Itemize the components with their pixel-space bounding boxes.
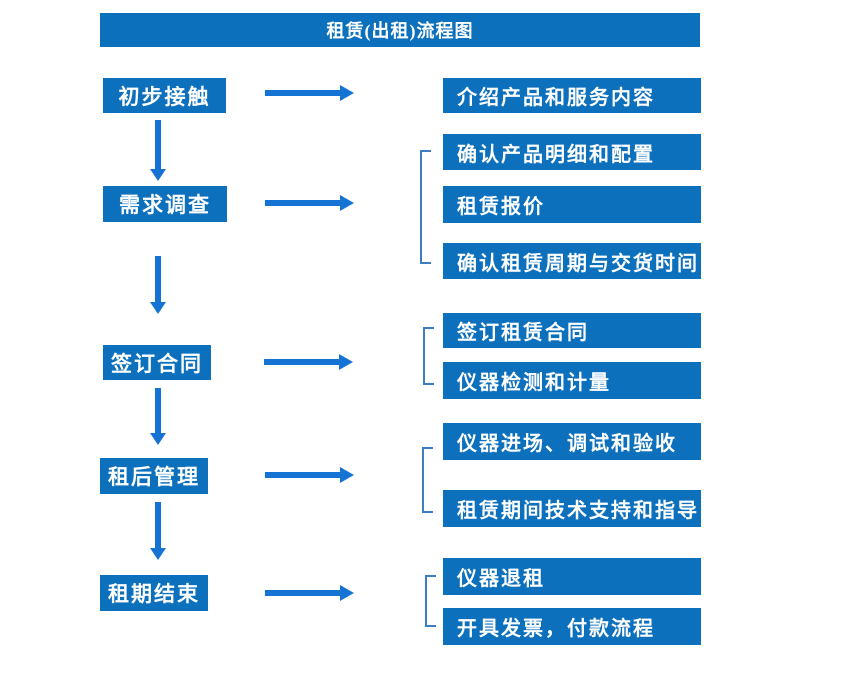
detail-box-invoice-payment: 开具发票，付款流程 <box>443 608 701 645</box>
right-arrow-icon <box>265 585 354 601</box>
detail-box-instrument-return: 仪器退租 <box>443 558 701 595</box>
group-bracket-icon <box>423 327 434 385</box>
group-bracket-icon <box>420 150 431 264</box>
title-bar: 租赁(出租)流程图 <box>100 13 700 47</box>
right-arrow-icon <box>264 354 353 370</box>
step-box-post-rental-mgmt: 租后管理 <box>100 458 208 494</box>
right-arrow-icon <box>265 467 354 483</box>
group-bracket-icon <box>425 575 436 627</box>
detail-box-tech-support: 租赁期间技术支持和指导 <box>443 490 701 527</box>
group-bracket-icon <box>422 447 433 513</box>
step-box-rental-end: 租期结束 <box>100 575 208 611</box>
detail-box-instrument-testing: 仪器检测和计量 <box>443 362 701 399</box>
down-arrow-icon <box>150 502 166 560</box>
detail-box-instrument-setup: 仪器进场、调试和验收 <box>443 423 701 460</box>
detail-box-introduce-products: 介绍产品和服务内容 <box>443 78 701 113</box>
down-arrow-icon <box>150 120 166 181</box>
down-arrow-icon <box>150 256 166 314</box>
detail-box-sign-rental-contract: 签订租赁合同 <box>443 313 701 348</box>
page-title: 租赁(出租)流程图 <box>326 21 474 41</box>
step-box-needs-survey: 需求调查 <box>103 186 227 222</box>
step-box-sign-contract: 签订合同 <box>103 345 211 380</box>
right-arrow-icon <box>265 195 354 211</box>
step-box-initial-contact: 初步接触 <box>103 78 226 113</box>
down-arrow-icon <box>150 388 166 445</box>
right-arrow-icon <box>265 85 354 101</box>
detail-box-confirm-product-config: 确认产品明细和配置 <box>443 134 701 170</box>
detail-box-rental-quote: 租赁报价 <box>443 186 701 223</box>
detail-box-confirm-period-delivery: 确认租赁周期与交货时间 <box>443 243 701 279</box>
